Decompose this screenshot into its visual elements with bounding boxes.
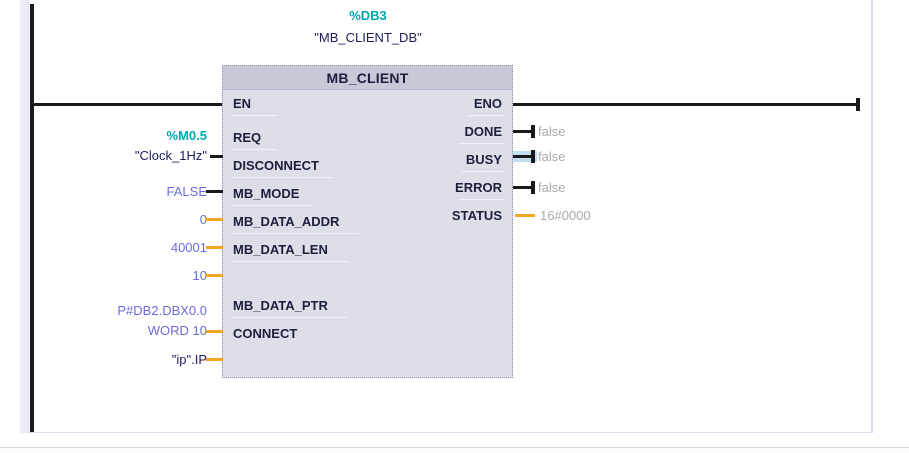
function-block-mb-client[interactable]: MB_CLIENT EN REQ DISCONNECT MB_MODE MB_D… bbox=[222, 65, 513, 378]
pin-mb-mode[interactable]: MB_MODE bbox=[233, 186, 300, 201]
terminal-done bbox=[531, 125, 535, 138]
operand-mb-mode-value[interactable]: 0 bbox=[199, 212, 207, 227]
operand-mb-data-ptr-line2[interactable]: WORD 10 bbox=[147, 323, 207, 338]
rung-terminal-eno bbox=[856, 98, 860, 111]
operand-req-symbol[interactable]: "Clock_1Hz" bbox=[134, 148, 207, 163]
wire-connect[interactable] bbox=[206, 358, 223, 361]
pin-sep-mb-data-ptr bbox=[231, 317, 347, 318]
network-right-border bbox=[871, 0, 873, 433]
wire-mb-mode[interactable] bbox=[206, 218, 223, 221]
pin-sep-done bbox=[458, 143, 504, 144]
wire-mb-data-addr[interactable] bbox=[206, 246, 223, 249]
monitor-error-value: false bbox=[538, 180, 566, 195]
monitor-done-value: false bbox=[538, 124, 566, 139]
pin-sep-req bbox=[231, 149, 277, 150]
pin-mb-data-len[interactable]: MB_DATA_LEN bbox=[233, 242, 328, 257]
terminal-error bbox=[531, 181, 535, 194]
pin-req[interactable]: REQ bbox=[233, 130, 262, 145]
wire-error[interactable] bbox=[513, 186, 535, 189]
pin-sep-en bbox=[231, 115, 277, 116]
pin-sep-busy bbox=[462, 171, 504, 172]
pin-sep-mb-mode bbox=[231, 205, 313, 206]
wire-busy[interactable] bbox=[513, 155, 535, 158]
wire-mb-data-ptr[interactable] bbox=[206, 330, 223, 333]
pin-eno[interactable]: ENO bbox=[473, 96, 502, 111]
wire-disconnect[interactable] bbox=[206, 190, 223, 193]
operand-connect-value[interactable]: "ip".IP bbox=[171, 352, 207, 367]
operand-mb-data-addr-value[interactable]: 40001 bbox=[170, 240, 207, 255]
pin-sep-disconnect bbox=[231, 177, 333, 178]
pin-sep-error bbox=[458, 199, 504, 200]
pin-sep-eno bbox=[468, 115, 504, 116]
wire-mb-data-len[interactable] bbox=[206, 274, 223, 277]
instance-db-symbol: "MB_CLIENT_DB" bbox=[314, 30, 422, 45]
pin-sep-mb-data-len bbox=[231, 261, 349, 262]
wire-done[interactable] bbox=[513, 130, 535, 133]
power-rail[interactable] bbox=[30, 4, 34, 432]
pin-busy[interactable]: BUSY bbox=[465, 152, 502, 167]
operand-req-address[interactable]: %M0.5 bbox=[166, 128, 207, 143]
terminal-busy bbox=[531, 150, 535, 163]
pin-sep-mb-data-addr bbox=[231, 233, 359, 234]
wire-status[interactable] bbox=[515, 214, 535, 217]
pin-disconnect[interactable]: DISCONNECT bbox=[233, 158, 319, 173]
network-gutter bbox=[20, 0, 29, 433]
monitor-busy-value: false bbox=[538, 149, 566, 164]
network-bottom-strip bbox=[0, 448, 909, 453]
pin-connect[interactable]: CONNECT bbox=[233, 326, 298, 341]
operand-mb-data-ptr-line1[interactable]: P#DB2.DBX0.0 bbox=[117, 303, 207, 318]
rung-wire-eno[interactable] bbox=[513, 103, 860, 106]
function-block-title: MB_CLIENT bbox=[223, 66, 512, 90]
pin-error[interactable]: ERROR bbox=[455, 180, 502, 195]
rung-wire-en[interactable] bbox=[32, 103, 223, 106]
pin-mb-data-ptr[interactable]: MB_DATA_PTR bbox=[233, 298, 328, 313]
operand-mb-data-len-value[interactable]: 10 bbox=[192, 268, 207, 283]
network-bottom-separator bbox=[0, 447, 909, 448]
pin-status[interactable]: STATUS bbox=[451, 208, 502, 223]
instance-db-address: %DB3 bbox=[349, 8, 387, 23]
wire-req[interactable] bbox=[210, 155, 223, 158]
pin-mb-data-addr[interactable]: MB_DATA_ADDR bbox=[233, 214, 340, 229]
pin-done[interactable]: DONE bbox=[464, 124, 502, 139]
monitor-status-value: 16#0000 bbox=[540, 208, 591, 223]
pin-en[interactable]: EN bbox=[233, 96, 252, 111]
operand-disconnect-value[interactable]: FALSE bbox=[166, 184, 207, 199]
